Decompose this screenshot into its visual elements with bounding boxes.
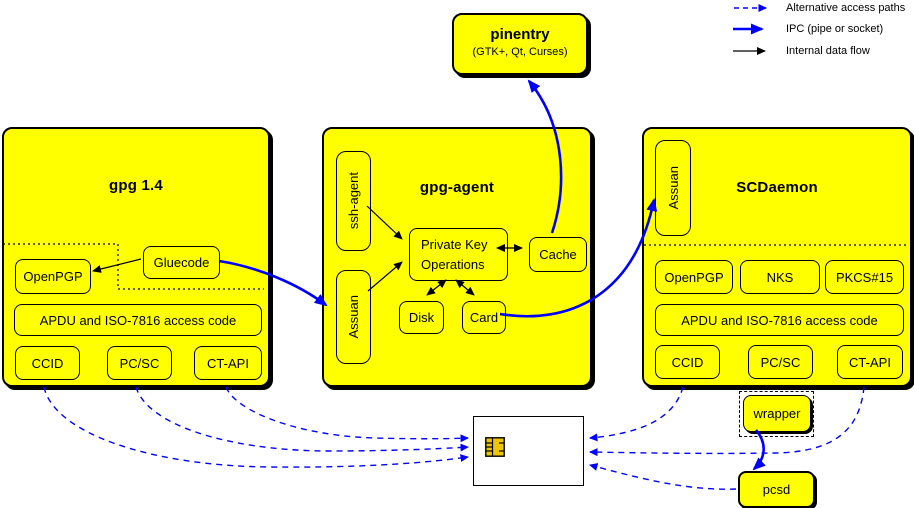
gpg14-title: gpg 1.4 [109,177,163,194]
gpgagent-assuan-node: Assuan [336,270,371,364]
scdaemon-nks-label: NKS [766,269,794,285]
gpgagent-cache-label: Cache [539,247,577,262]
scdaemon-assuan-node: Assuan [655,140,691,236]
gpgagent-ssh-agent-node: ssh-agent [336,151,371,251]
pcsd-node: pcsd [738,471,815,508]
gpg14-ctapi-label: CT-API [207,355,249,371]
gpg14-box: gpg 1.4 OpenPGP Gluecode APDU and ISO-78… [2,127,270,387]
gpg14-pcsc-node: PC/SC [107,346,172,380]
gpg14-openpgp-label: OpenPGP [23,269,83,284]
wrapper-node: wrapper [743,395,811,432]
scdaemon-apdu-node: APDU and ISO-7816 access code [655,304,904,336]
alt-scdaemon-ctapi-to-card [589,386,865,457]
scdaemon-assuan-label: Assuan [665,166,681,210]
gpgagent-private-key-operations-node: Private Key Operations [409,228,508,281]
scdaemon-ccid-node: CCID [655,345,720,379]
gpgagent-disk-label: Disk [408,310,435,325]
wrapper-label: wrapper [753,406,801,421]
gpgagent-assuan-label: Assuan [346,295,361,339]
legend-ipc-label: IPC (pipe or socket) [786,23,884,35]
scdaemon-pcsc-node: PC/SC [748,345,813,379]
gpg14-ccid-label: CCID [31,355,64,371]
alt-gpg14-ctapi-to-card [225,386,469,443]
gpg14-pcsc-label: PC/SC [119,355,160,371]
scdaemon-ctapi-label: CT-API [849,354,891,370]
wrapper-dashed-region: wrapper [739,391,814,437]
scdaemon-ccid-label: CCID [671,354,704,370]
pko-line1: Private Key [421,236,488,252]
scdaemon-openpgp-node: OpenPGP [655,260,733,294]
scdaemon-title: SCDaemon [736,179,818,196]
pinentry-subtitle: (GTK+, Qt, Curses) [472,46,568,58]
alt-scdaemon-ccid-to-card [589,386,684,442]
gpg14-apdu-node: APDU and ISO-7816 access code [14,304,262,336]
scdaemon-pcsc-label: PC/SC [760,354,801,370]
gpg14-ctapi-node: CT-API [194,346,262,380]
pinentry-title: pinentry [490,26,550,43]
legend-internal-label: Internal data flow [786,45,870,57]
alt-gpg14-ccid-to-card [43,386,469,468]
scdaemon-nks-node: NKS [740,260,820,294]
pinentry-box: pinentry (GTK+, Qt, Curses) [452,13,588,75]
legend-alt-paths-label: Alternative access paths [786,2,906,14]
gpg14-gluecode-node: Gluecode [143,246,220,279]
alt-gpg14-pcsc-to-card [135,386,469,452]
gpgagent-ssh-agent-label: ssh-agent [346,172,361,230]
smartcard-chip-icon [485,437,505,457]
gpgagent-box: gpg-agent ssh-agent Assuan Private Key O… [322,127,592,387]
gpgagent-disk-node: Disk [399,301,444,334]
gpgagent-title: gpg-agent [419,179,495,196]
gpg14-apdu-label: APDU and ISO-7816 access code [39,312,237,328]
scdaemon-ctapi-node: CT-API [837,345,903,379]
pcsd-label: pcsd [762,482,791,497]
scdaemon-pkcs15-node: PKCS#15 [825,260,904,294]
gpg14-openpgp-node: OpenPGP [15,259,91,294]
scdaemon-pkcs15-label: PKCS#15 [835,269,894,285]
scdaemon-apdu-label: APDU and ISO-7816 access code [681,312,878,328]
gpg14-ccid-node: CCID [15,346,80,380]
scdaemon-box: SCDaemon Assuan OpenPGP NKS PKCS#15 APDU… [642,127,912,387]
gpg14-gluecode-label: Gluecode [153,255,210,270]
gpgagent-card-label: Card [469,310,499,325]
gpgagent-card-node: Card [462,301,506,334]
gpgagent-cache-node: Cache [529,237,587,272]
smartcard-box [473,416,584,486]
scdaemon-openpgp-label: OpenPGP [664,269,724,285]
pko-line2: Operations [421,256,485,272]
alt-pcsd-to-card [589,463,737,490]
